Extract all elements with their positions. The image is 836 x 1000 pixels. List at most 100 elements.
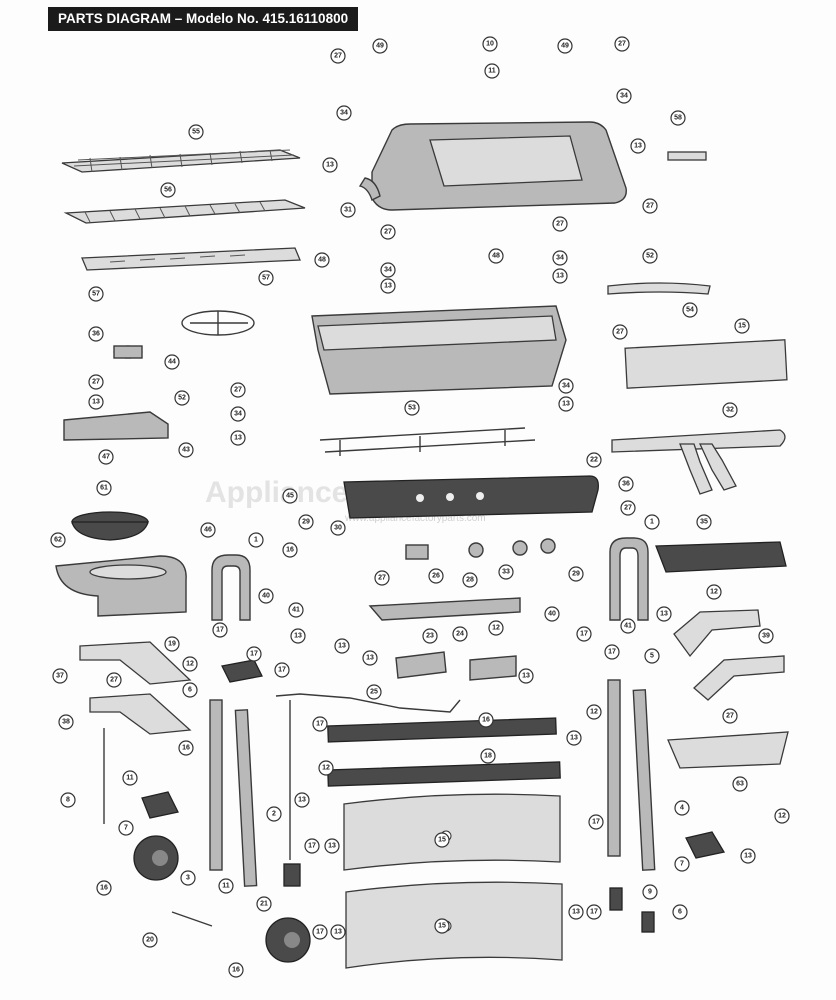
burner-assembly: [611, 429, 786, 495]
callout-28: 28: [462, 572, 478, 588]
manifold-bracket: [368, 597, 521, 621]
tank-hanger: [283, 700, 301, 887]
svg-text:49: 49: [561, 43, 569, 50]
svg-text:16: 16: [482, 717, 490, 724]
callout-27-l: 27: [722, 708, 738, 724]
svg-text:13: 13: [298, 797, 306, 804]
callout-15-b: 15: [434, 832, 450, 848]
callout-48-a: 48: [314, 252, 330, 268]
charcoal-grate: [181, 310, 255, 336]
svg-text:27: 27: [618, 41, 626, 48]
callout-13-f: 13: [230, 430, 246, 446]
callout-13-k: 13: [362, 650, 378, 666]
shelf-bracket-right-2: [693, 655, 785, 701]
svg-text:13: 13: [572, 909, 580, 916]
svg-text:34: 34: [384, 267, 392, 274]
svg-text:17: 17: [316, 929, 324, 936]
svg-text:24: 24: [456, 631, 464, 638]
svg-text:22: 22: [590, 457, 598, 464]
svg-text:2: 2: [272, 811, 276, 818]
svg-text:12: 12: [492, 625, 500, 632]
callout-13-o: 13: [324, 838, 340, 854]
callout-34-d: 34: [552, 250, 568, 266]
svg-text:17: 17: [580, 631, 588, 638]
callout-16-a: 16: [282, 542, 298, 558]
igniter-module: [405, 544, 429, 560]
callout-12-e: 12: [586, 704, 602, 720]
svg-text:27: 27: [624, 505, 632, 512]
svg-text:34: 34: [620, 93, 628, 100]
svg-text:34: 34: [340, 110, 348, 117]
svg-text:44: 44: [168, 359, 176, 366]
callout-61: 61: [96, 480, 112, 496]
svg-text:11: 11: [222, 883, 230, 890]
svg-text:13: 13: [334, 929, 342, 936]
svg-text:13: 13: [328, 843, 336, 850]
burner-rack: [319, 427, 536, 456]
svg-text:13: 13: [522, 673, 530, 680]
svg-text:48: 48: [318, 257, 326, 264]
callout-31-lid: 31: [340, 202, 356, 218]
svg-text:29: 29: [572, 571, 580, 578]
svg-text:13: 13: [744, 853, 752, 860]
svg-text:26: 26: [432, 573, 440, 580]
callout-12-d: 12: [318, 760, 334, 776]
callout-62-b: 62: [50, 532, 66, 548]
leg-left-rear: [234, 709, 258, 887]
svg-text:52: 52: [178, 395, 186, 402]
callout-4: 4: [674, 800, 690, 816]
control-knobs: [468, 538, 556, 558]
right-side-shelf: [655, 541, 787, 573]
callout-49-a: 49: [372, 38, 388, 54]
leg-foot-small: [609, 887, 655, 933]
callout-45: 45: [282, 488, 298, 504]
svg-text:19: 19: [168, 641, 176, 648]
callout-41-a: 41: [288, 602, 304, 618]
callout-1-a: 1: [248, 532, 264, 548]
front-panel-lower: [345, 881, 563, 969]
callout-17-h: 17: [588, 814, 604, 830]
svg-text:3: 3: [186, 875, 190, 882]
ash-pan: [71, 511, 149, 541]
svg-text:13: 13: [326, 162, 334, 169]
svg-text:17: 17: [250, 651, 258, 658]
svg-text:1: 1: [254, 537, 258, 544]
callout-57-b: 57: [88, 286, 104, 302]
side-basket: [667, 731, 789, 769]
svg-text:62: 62: [54, 537, 62, 544]
cross-brace-upper: [327, 717, 557, 743]
callout-63: 63: [732, 776, 748, 792]
callout-12-f: 12: [774, 808, 790, 824]
callout-6-a: 6: [182, 682, 198, 698]
callout-27-a: 27: [330, 48, 346, 64]
svg-text:13: 13: [294, 633, 302, 640]
front-panel-upper: [343, 793, 561, 871]
callout-27-g: 27: [230, 382, 246, 398]
callout-48-b: 48: [488, 248, 504, 264]
front-handle-foot: [141, 791, 179, 819]
valve-bracket-left: [395, 651, 447, 679]
callout-5: 5: [644, 648, 660, 664]
svg-text:16: 16: [286, 547, 294, 554]
callout-40-b: 40: [544, 606, 560, 622]
svg-text:13: 13: [92, 399, 100, 406]
svg-text:43: 43: [182, 447, 190, 454]
svg-text:5: 5: [650, 653, 654, 660]
svg-text:27: 27: [92, 379, 100, 386]
svg-text:57: 57: [262, 275, 270, 282]
callout-57-a: 57: [258, 270, 274, 286]
callout-38: 38: [58, 714, 74, 730]
svg-text:55: 55: [192, 129, 200, 136]
callout-39: 39: [758, 628, 774, 644]
callout-34-c: 34: [380, 262, 396, 278]
svg-text:16: 16: [100, 885, 108, 892]
svg-text:17: 17: [316, 721, 324, 728]
callout-36-a: 36: [88, 326, 104, 342]
control-panel: [343, 475, 599, 519]
watermark-url: www.appliancefactoryparts.com: [344, 513, 486, 524]
callout-7-b: 7: [674, 856, 690, 872]
svg-text:27: 27: [556, 221, 564, 228]
callout-19: 19: [164, 636, 180, 652]
regulator-hose: [275, 693, 461, 713]
